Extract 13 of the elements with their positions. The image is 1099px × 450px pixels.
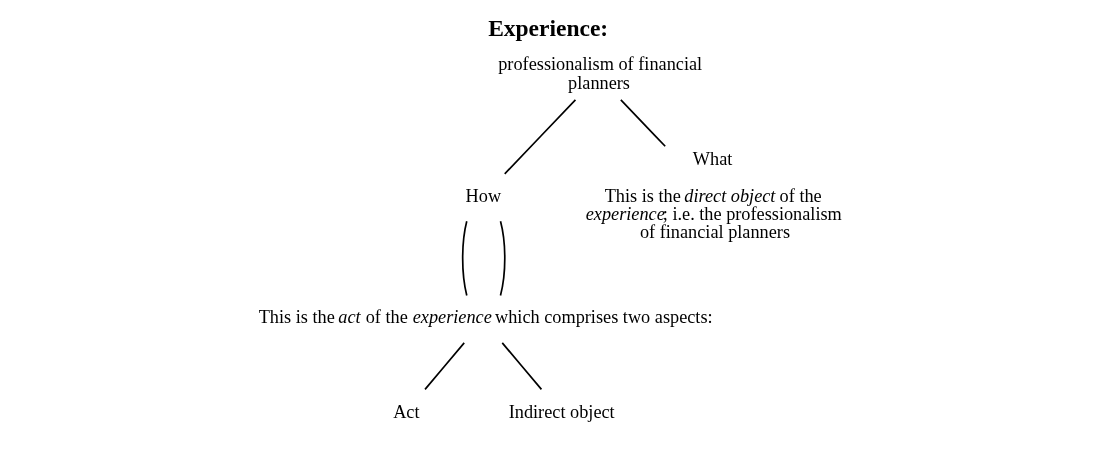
connector bbox=[620, 99, 667, 148]
node-text: professionalism of financial planners bbox=[498, 53, 703, 94]
node-text: Act bbox=[393, 401, 420, 422]
connector bbox=[461, 220, 468, 297]
connector bbox=[499, 220, 506, 297]
connector bbox=[424, 342, 466, 391]
diagram-title: Experience: bbox=[488, 15, 609, 42]
connector bbox=[503, 99, 577, 175]
node-text: How bbox=[465, 186, 502, 207]
node-text: Indirect object bbox=[508, 401, 615, 422]
node-text: What This is the direct object of the experience; i.e. the professionalism of financial planners bbox=[585, 149, 842, 243]
node-text: This is the act of the experience which comprises two aspects: bbox=[258, 306, 713, 327]
connector bbox=[501, 342, 543, 391]
